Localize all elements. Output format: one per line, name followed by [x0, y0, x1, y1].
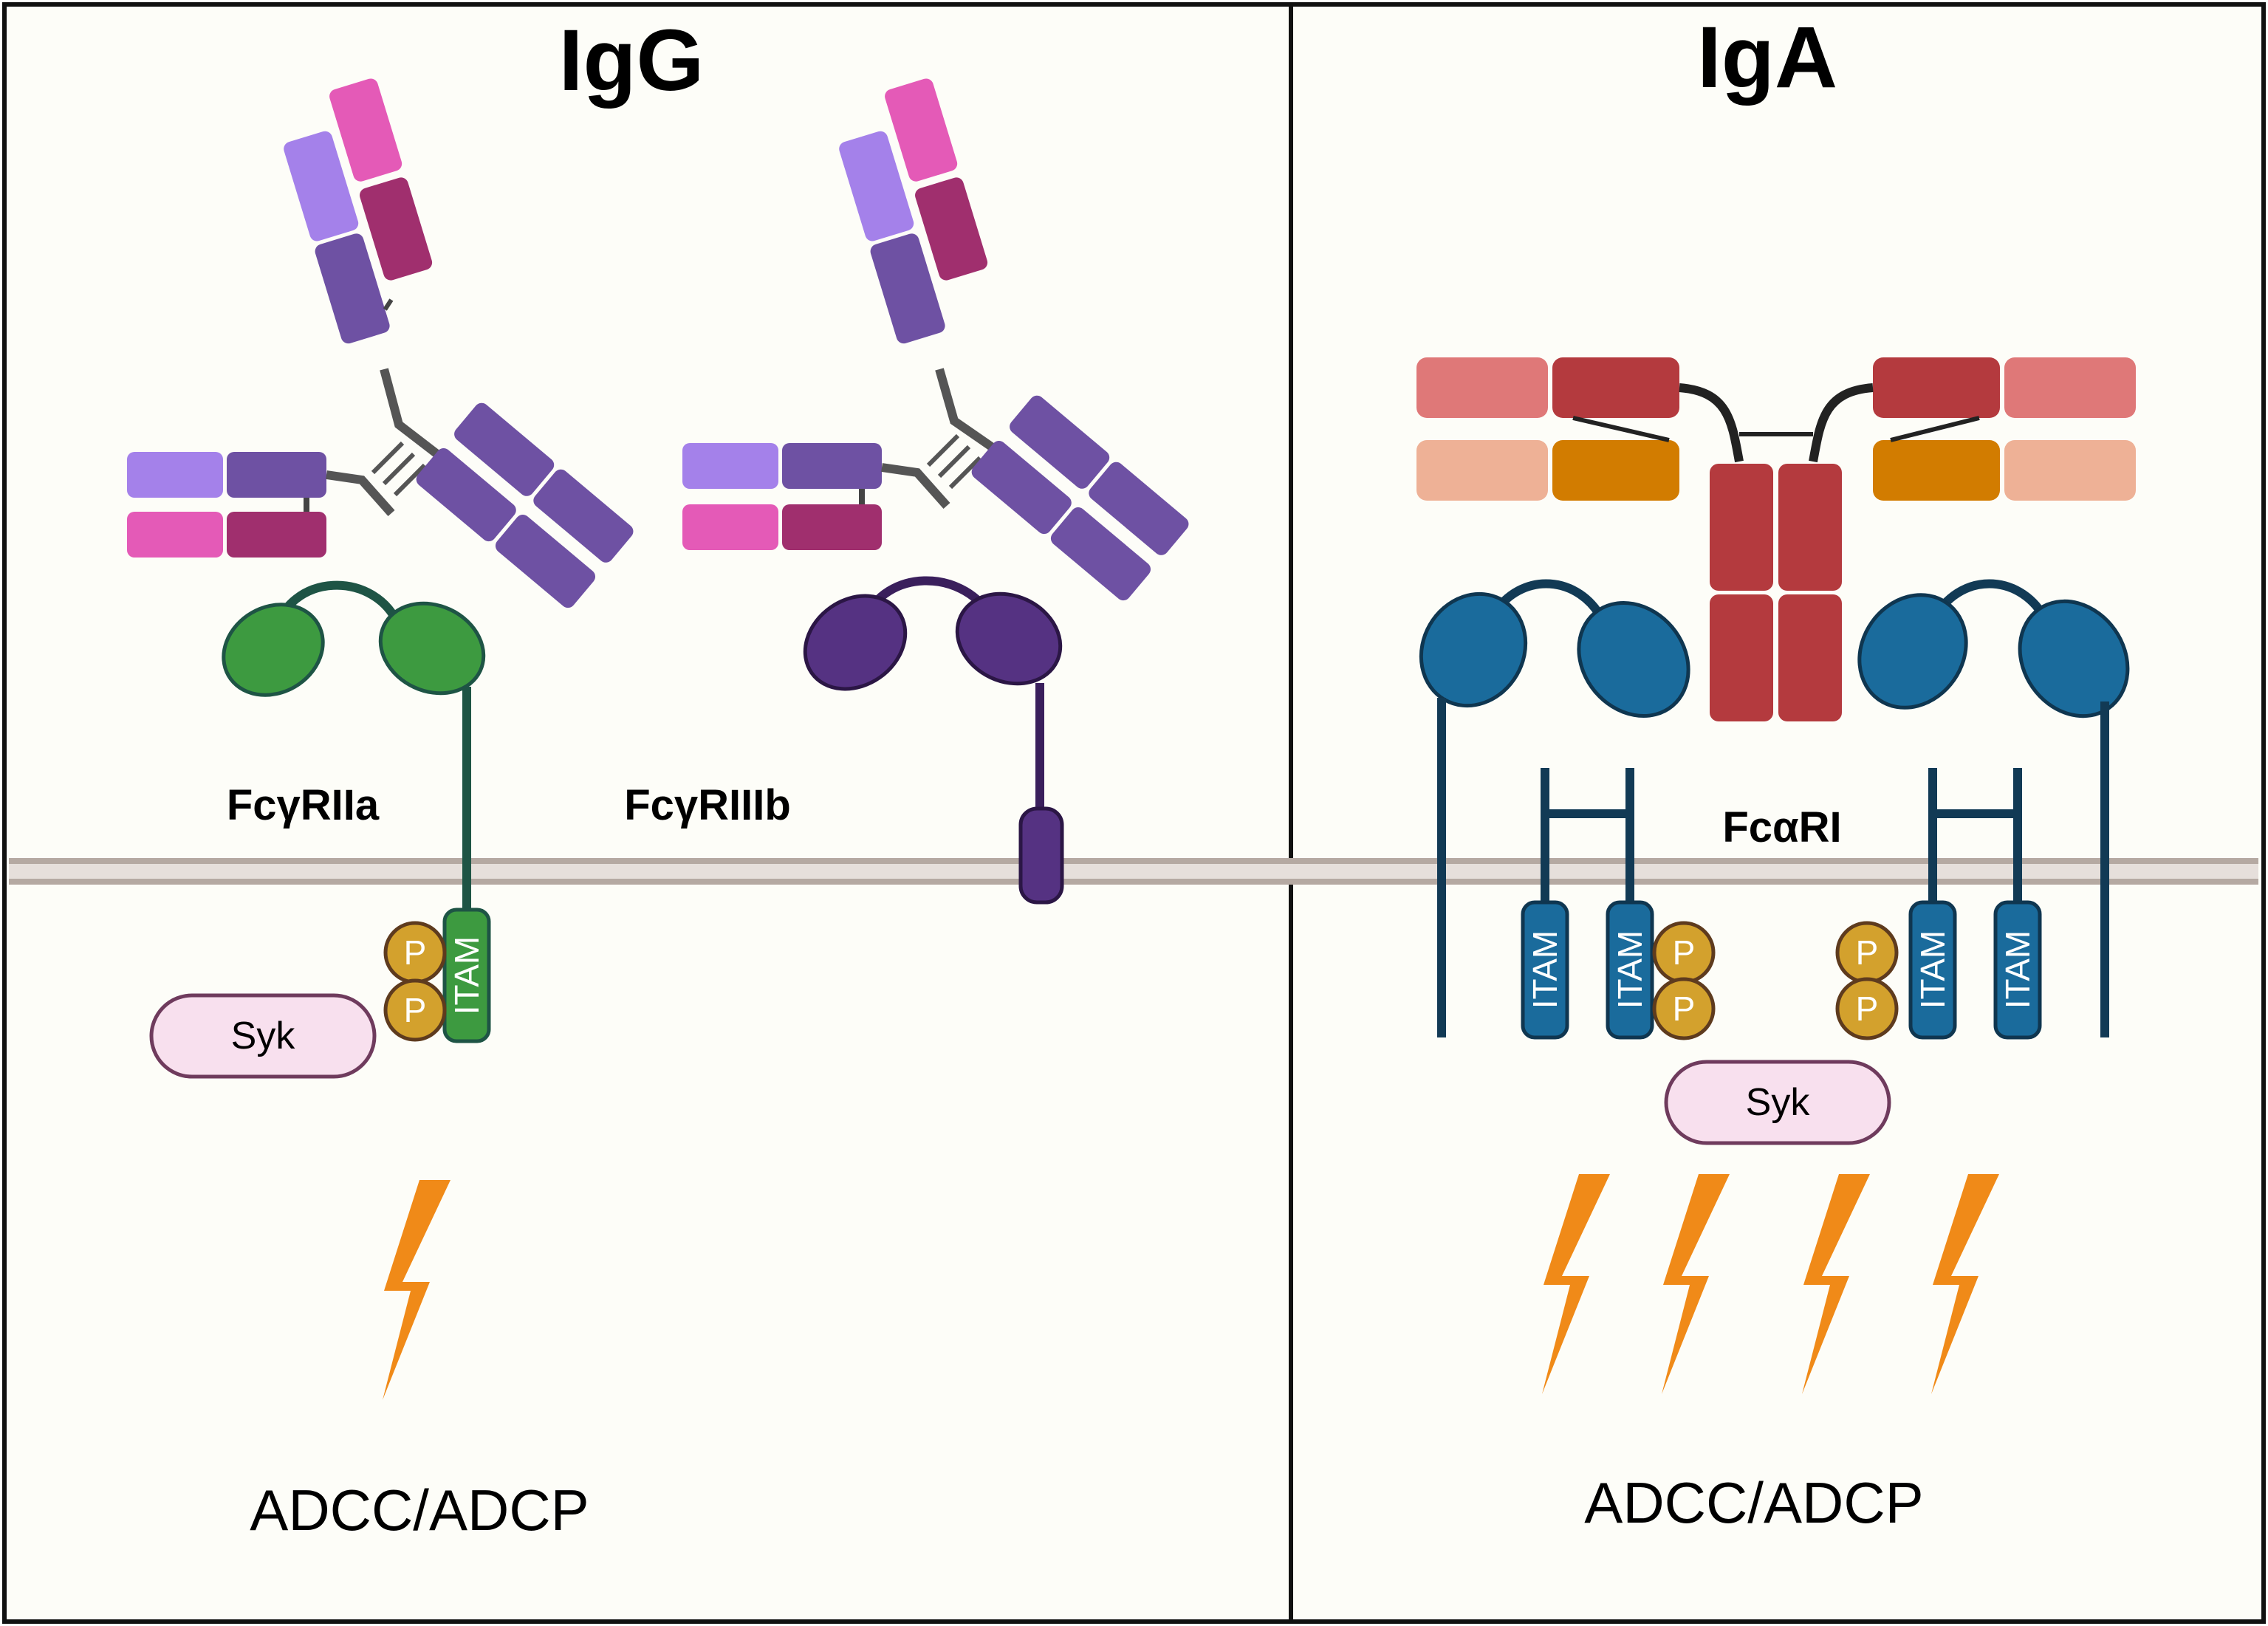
phospho-6 [1835, 977, 1899, 1040]
fcgr3b-domain-1 [803, 594, 908, 691]
iga-fc-ch2-a [1710, 464, 1773, 591]
iga-fc-ch3-b [1778, 594, 1842, 721]
fcgr2a-label: FcγRIIa [227, 781, 380, 829]
fcr-gamma-dimer-right [1928, 768, 2022, 908]
lightning-bolt-right-2 [1662, 1174, 1730, 1394]
iga-antibody [1416, 357, 2136, 721]
itam-right-4-label: ITAM [1998, 930, 2037, 1009]
fcgr2a-domain-1 [222, 603, 325, 697]
outcome-right: ADCC/ADCP [1584, 1470, 1923, 1535]
phospho-5-label: P [1856, 933, 1879, 972]
fab-upper-cl [360, 177, 433, 281]
fcar-right-domain-1 [1857, 593, 1968, 710]
syk-left: Syk [149, 993, 377, 1079]
iga-left-cl [1552, 440, 1679, 501]
phospho-3-label: P [1673, 933, 1696, 972]
itam-label: ITAM [448, 936, 486, 1015]
iga-title: IgA [1697, 9, 1837, 106]
phospho-2-label: P [404, 991, 427, 1029]
left-panel-background [6, 6, 1291, 1620]
lightning-bolt-right-3 [1802, 1174, 1870, 1394]
fcgr2a-domain-2 [378, 601, 486, 696]
fc-ch3-a [533, 469, 634, 563]
fcgr2a-receptor [222, 580, 486, 916]
phospho-2 [383, 978, 447, 1042]
fc-ch2-b [416, 447, 516, 542]
iga-right-vh [2004, 357, 2136, 418]
phospho-4 [1652, 977, 1716, 1040]
iga-right-ch [1873, 357, 2000, 418]
phospho-group-right-1: P P [1652, 921, 1716, 1040]
fcgr3b-label: FcγRIIIb [624, 781, 791, 829]
outcome-left: ADCC/ADCP [250, 1478, 589, 1543]
cell-membrane [9, 858, 2258, 885]
iga-left-vh [1416, 357, 1548, 418]
phospho-group-right-2: P P [1835, 921, 1899, 1040]
fc-ch3-b [495, 514, 596, 608]
lightning-bolt-right-4 [1931, 1174, 1999, 1394]
fab-left-vl [127, 512, 223, 558]
itam-right-4: ITAM [1993, 900, 2042, 1040]
fcgr3b-domain-2 [955, 591, 1063, 686]
phospho-group-left: P P [383, 921, 447, 1042]
fcar-receptor-right [1857, 579, 2130, 1037]
fcgr3b-receptor [803, 576, 1064, 905]
fc-ch2-a [454, 402, 555, 496]
igg-title: IgG [559, 12, 705, 109]
fcgr2a-itam: ITAM [442, 908, 491, 1043]
itam-right-2: ITAM [1606, 900, 1654, 1040]
igg-antibody-1 [127, 78, 634, 608]
fcar-receptor-left [1419, 579, 1690, 1037]
fcar-left-domain-2 [1577, 600, 1690, 718]
itam-right-3: ITAM [1908, 900, 1957, 1040]
phospho-4-label: P [1673, 989, 1696, 1028]
iga-left-ch [1552, 357, 1679, 418]
phospho-6-label: P [1856, 989, 1879, 1028]
iga-fc-ch3-a [1710, 594, 1773, 721]
iga-right-cl [1873, 440, 2000, 501]
fcr-gamma-dimer-left [1541, 768, 1634, 908]
itam-right-3-label: ITAM [1914, 930, 1952, 1009]
igg-antibody-2 [682, 78, 1189, 601]
fab-upper-vl [329, 78, 402, 182]
fab-upper-ch [315, 233, 390, 344]
fab-left-vh [127, 452, 223, 498]
iga-right-vl [2004, 440, 2136, 501]
fab-upper-vh [284, 131, 359, 241]
iga-fc-ch2-b [1778, 464, 1842, 591]
fab-left-ch [227, 452, 326, 498]
itam-right-2-label: ITAM [1611, 930, 1649, 1009]
syk-left-label: Syk [231, 1015, 296, 1057]
fab-left-cl [227, 512, 326, 558]
fcar-label: FcαRI [1722, 803, 1841, 851]
syk-right-label: Syk [1746, 1081, 1811, 1124]
lightning-bolt-left [383, 1180, 450, 1400]
iga-left-vl [1416, 440, 1548, 501]
gpi-anchor [1018, 806, 1064, 905]
itam-right-1-label: ITAM [1526, 930, 1564, 1009]
itam-right-1: ITAM [1521, 900, 1569, 1040]
phospho-1-label: P [404, 933, 427, 972]
right-panel-background [1291, 6, 2262, 1620]
lightning-bolt-right-1 [1542, 1174, 1610, 1394]
syk-right: Syk [1664, 1060, 1891, 1145]
